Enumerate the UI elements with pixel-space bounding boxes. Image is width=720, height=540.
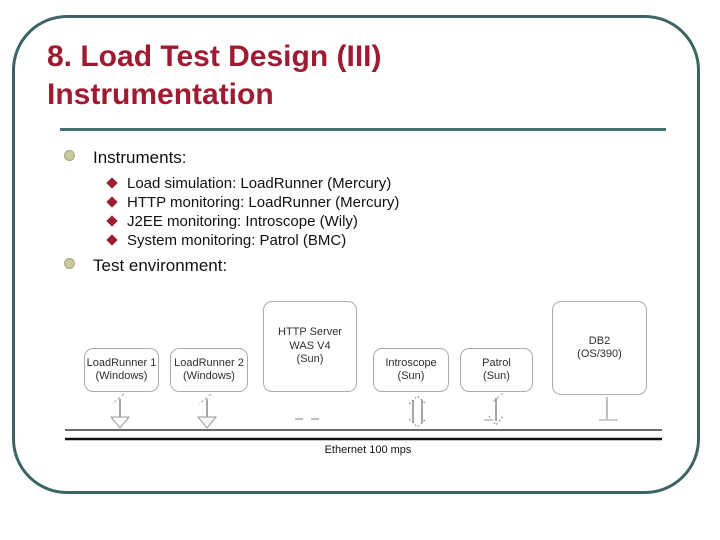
slide-title: 8. Load Test Design (III) Instrumentatio… bbox=[47, 38, 667, 114]
node-label: Patrol bbox=[482, 356, 511, 369]
node-label: LoadRunner 2 bbox=[174, 356, 244, 369]
bullet-dot-icon bbox=[64, 150, 75, 161]
sub-bullet-label: J2EE monitoring: Introscope (Wily) bbox=[127, 213, 358, 230]
node-sublabel: (Sun) bbox=[296, 353, 324, 366]
ethernet-bus-label: Ethernet 100 mps bbox=[324, 444, 412, 456]
node-label: Introscope bbox=[385, 356, 437, 369]
diagram-node-loadrunner1: LoadRunner 1 (Windows) bbox=[84, 348, 159, 392]
node-label: LoadRunner 1 bbox=[86, 356, 157, 369]
diagram-node-loadrunner2: LoadRunner 2 (Windows) bbox=[170, 348, 248, 392]
title-divider-line bbox=[60, 128, 666, 131]
sub-bullet-http-monitoring: HTTP monitoring: LoadRunner (Mercury) bbox=[106, 194, 400, 211]
sub-bullet-system-monitoring: System monitoring: Patrol (BMC) bbox=[106, 232, 347, 249]
diagram-node-patrol: Patrol (Sun) bbox=[460, 348, 533, 392]
bullet-item-label: Instruments: bbox=[93, 148, 187, 167]
node-sublabel: (Sun) bbox=[397, 370, 425, 382]
sub-bullet-label: Load simulation: LoadRunner (Mercury) bbox=[127, 175, 392, 192]
bullet-dot-icon bbox=[64, 258, 75, 269]
bullet-item-instruments: Instruments: bbox=[64, 148, 187, 168]
bullet-diamond-icon bbox=[106, 234, 118, 246]
diagram-node-introscope: Introscope (Sun) bbox=[373, 348, 449, 392]
bullet-diamond-icon bbox=[106, 196, 118, 208]
slide-title-line2: Instrumentation bbox=[47, 78, 274, 111]
bullet-diamond-icon bbox=[106, 177, 118, 189]
sub-bullet-label: HTTP monitoring: LoadRunner (Mercury) bbox=[127, 194, 400, 211]
node-sublabel: (OS/390) bbox=[577, 348, 622, 360]
node-label: HTTP Server bbox=[278, 326, 342, 339]
bullet-diamond-icon bbox=[106, 215, 118, 227]
sub-bullet-label: System monitoring: Patrol (BMC) bbox=[127, 232, 347, 249]
slide-border-frame bbox=[12, 15, 700, 494]
node-label: DB2 bbox=[588, 334, 611, 347]
diagram-node-db2: DB2 (OS/390) bbox=[552, 301, 647, 395]
node-sublabel: WAS V4 bbox=[289, 339, 331, 352]
sub-bullet-load-simulation: Load simulation: LoadRunner (Mercury) bbox=[106, 175, 392, 192]
bullet-item-test-environment: Test environment: bbox=[64, 256, 227, 276]
sub-bullet-j2ee-monitoring: J2EE monitoring: Introscope (Wily) bbox=[106, 213, 358, 230]
slide-title-line1: 8. Load Test Design (III) bbox=[47, 40, 382, 73]
diagram-node-http-server: HTTP Server WAS V4 (Sun) bbox=[263, 301, 357, 392]
bullet-item-label: Test environment: bbox=[93, 256, 228, 275]
node-sublabel: (Windows) bbox=[95, 370, 148, 382]
node-sublabel: (Windows) bbox=[183, 370, 235, 382]
node-sublabel: (Sun) bbox=[483, 370, 510, 382]
